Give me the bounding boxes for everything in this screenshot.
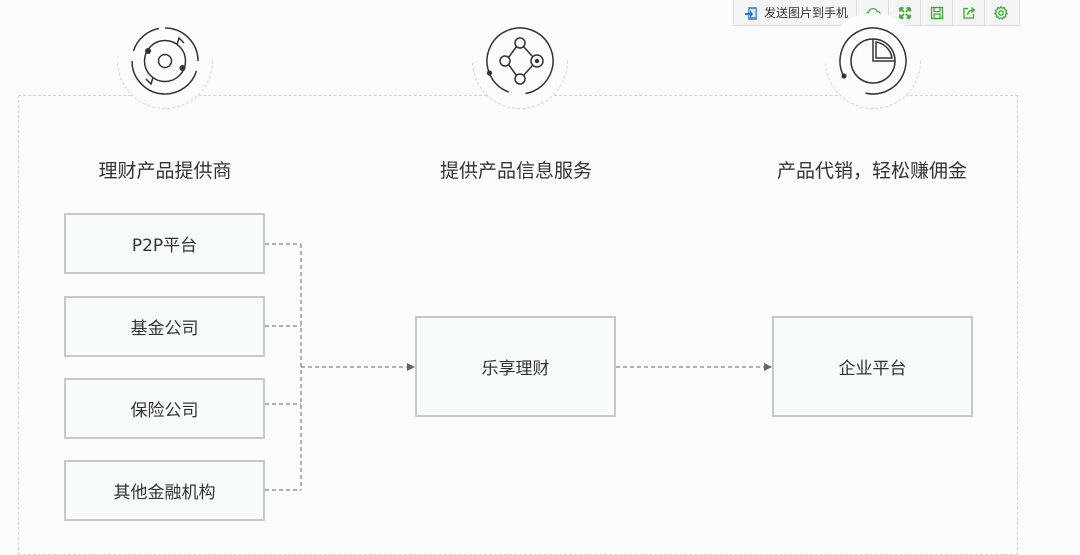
- share-button[interactable]: [953, 0, 986, 25]
- provider-icon-badge: [117, 13, 213, 109]
- flow-connectors: [265, 243, 772, 491]
- target-label: 企业平台: [838, 359, 907, 379]
- settings-button[interactable]: [985, 0, 1016, 25]
- source-label: 其他金融机构: [113, 483, 216, 503]
- hub-label: 乐享理财: [481, 359, 550, 379]
- commission-icon-badge: [825, 13, 921, 109]
- share-icon: [962, 6, 975, 19]
- source-label: P2P平台: [131, 236, 198, 256]
- source-label: 基金公司: [130, 319, 199, 339]
- hub-box: 乐享理财: [415, 316, 616, 417]
- send-to-phone-label: 发送图片到手机: [764, 6, 849, 20]
- arrowhead: [407, 363, 415, 371]
- column-title-providers: 理财产品提供商: [98, 160, 232, 182]
- send-to-phone-button[interactable]: 发送图片到手机: [734, 0, 858, 25]
- source-label: 保险公司: [130, 401, 199, 421]
- phone-send-icon: [745, 6, 757, 20]
- arrowhead: [764, 363, 772, 371]
- source-box-other: 其他金融机构: [64, 460, 265, 521]
- column-title-commission: 产品代销，轻松赚佣金: [776, 160, 968, 182]
- expand-icon: [898, 6, 911, 19]
- settings-icon: [993, 5, 1008, 19]
- target-box: 企业平台: [772, 316, 973, 417]
- column-title-service: 提供产品信息服务: [439, 160, 593, 182]
- source-box-insurance: 保险公司: [64, 378, 265, 439]
- source-box-p2p: P2P平台: [64, 213, 265, 274]
- service-icon-badge: [472, 13, 568, 109]
- save-icon: [930, 6, 943, 19]
- expand-button[interactable]: [889, 0, 922, 25]
- source-box-fund: 基金公司: [64, 296, 265, 357]
- save-button[interactable]: [921, 0, 954, 25]
